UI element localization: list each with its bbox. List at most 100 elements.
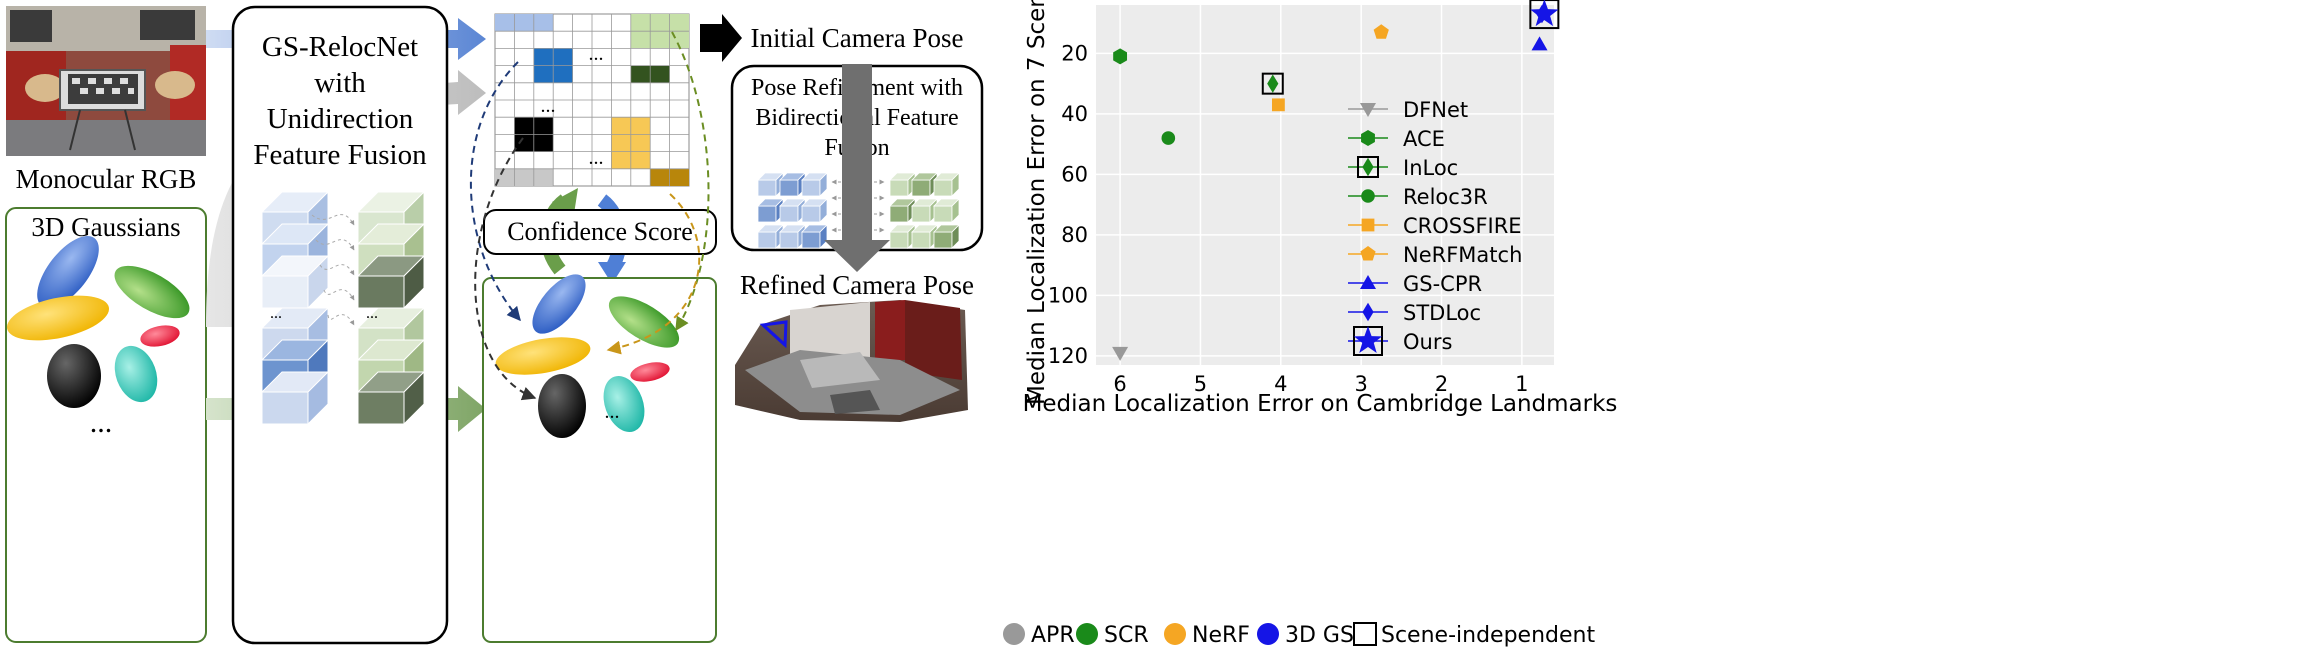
match-cell bbox=[650, 14, 670, 32]
legend-marker bbox=[1353, 326, 1383, 354]
confidence-score-box bbox=[483, 209, 717, 255]
output-gaussians-box bbox=[482, 277, 717, 643]
bi-green-block bbox=[911, 198, 938, 223]
match-cell bbox=[533, 48, 554, 66]
category-label: Scene-independent bbox=[1381, 623, 1595, 648]
bi-blue-block bbox=[757, 224, 784, 249]
relocnet-title-line-3: Unidirection bbox=[267, 103, 414, 135]
match-cell bbox=[514, 168, 534, 186]
x-tick-label: 5 bbox=[1194, 372, 1207, 396]
bi-green-block bbox=[889, 198, 916, 223]
match-cell bbox=[514, 117, 534, 135]
point-crossfire bbox=[1271, 98, 1285, 112]
match-matrix bbox=[494, 13, 690, 187]
legend-label: ACE bbox=[1403, 127, 1445, 151]
y-tick-label: 40 bbox=[1061, 102, 1088, 126]
legend-marker bbox=[1361, 130, 1375, 146]
x-tick-label: 2 bbox=[1435, 372, 1448, 396]
point-gs-cpr bbox=[1531, 36, 1548, 51]
legend-label: InLoc bbox=[1403, 156, 1458, 180]
match-cell bbox=[533, 134, 554, 152]
relocnet-box bbox=[231, 5, 449, 645]
bi-green-block bbox=[933, 224, 960, 249]
legend-entry: GS-CPR bbox=[1348, 272, 1482, 296]
category-label: 3D GS bbox=[1285, 623, 1354, 648]
legend-label: CROSSFIRE bbox=[1403, 214, 1522, 238]
initial-pose-label: Initial Camera Pose bbox=[751, 23, 964, 53]
point-nerfmatch bbox=[1373, 24, 1389, 39]
bi-blue-block bbox=[779, 198, 806, 223]
match-cell bbox=[630, 134, 651, 152]
legend-label: DFNet bbox=[1403, 98, 1468, 122]
legend-marker bbox=[1362, 157, 1374, 177]
series-legend: DFNetACEInLocReloc3RCROSSFIRENeRFMatchGS… bbox=[1348, 98, 1522, 356]
bi-blue-block bbox=[801, 172, 828, 197]
refine-down-arrow bbox=[824, 64, 890, 272]
bi-green-block bbox=[889, 224, 916, 249]
green-feature-block bbox=[356, 370, 426, 426]
relocnet-title-line-1: GS-RelocNet bbox=[262, 31, 418, 63]
correspondence-arrow-green bbox=[671, 31, 710, 332]
legend-marker bbox=[1360, 103, 1376, 117]
category-label: SCR bbox=[1104, 623, 1149, 648]
match-cell bbox=[630, 65, 651, 83]
legend-entry: Reloc3R bbox=[1348, 185, 1488, 209]
match-cell bbox=[611, 151, 631, 169]
legend-scene-box bbox=[1357, 156, 1379, 178]
scene-independent-box bbox=[1261, 72, 1284, 95]
legend-entry: Ours bbox=[1348, 326, 1452, 356]
match-cell bbox=[533, 117, 554, 135]
point-ours bbox=[1530, 0, 1559, 27]
y-axis-label: Median Localization Error on 7 Scenes bbox=[1024, 0, 1050, 405]
legend-label: GS-CPR bbox=[1403, 272, 1482, 296]
legend-entry: CROSSFIRE bbox=[1348, 214, 1522, 238]
match-cell bbox=[495, 14, 515, 32]
blue-feature-block bbox=[260, 370, 330, 426]
legend-marker bbox=[1360, 275, 1376, 289]
match-cell bbox=[533, 14, 554, 32]
match-cell bbox=[533, 168, 554, 186]
category-entry: Scene-independent bbox=[1353, 622, 1595, 648]
match-cell bbox=[650, 31, 670, 49]
point-ace bbox=[1113, 48, 1128, 65]
legend-marker bbox=[1361, 218, 1375, 232]
grid-ellipsis-3: ... bbox=[589, 147, 604, 169]
x-tick-label: 4 bbox=[1274, 372, 1287, 396]
category-label: NeRF bbox=[1192, 623, 1250, 648]
match-cell bbox=[553, 48, 573, 66]
refined-pose-label: Refined Camera Pose bbox=[740, 270, 974, 300]
match-cell bbox=[630, 14, 651, 32]
unidirection-feature-blocks: ...... bbox=[260, 190, 426, 426]
bi-green-block bbox=[933, 198, 960, 223]
fusion-link bbox=[327, 314, 355, 326]
match-cell bbox=[650, 168, 670, 186]
category-swatch bbox=[1353, 622, 1377, 646]
fusion-link bbox=[311, 214, 355, 226]
legend-label: Reloc3R bbox=[1403, 185, 1488, 209]
match-cell bbox=[514, 134, 534, 152]
bi-green-block bbox=[911, 224, 938, 249]
y-tick-label: 80 bbox=[1061, 223, 1088, 247]
fusion-ellipsis: ... bbox=[270, 305, 282, 322]
fusion-link bbox=[323, 289, 355, 301]
bi-blue-block bbox=[779, 224, 806, 249]
gaussian-ellipsoids bbox=[6, 235, 190, 408]
match-cell bbox=[553, 65, 573, 83]
relocnet-title-line-4: Feature Fusion bbox=[253, 139, 427, 171]
x-tick-label: 6 bbox=[1113, 372, 1126, 396]
confidence-score-label: Confidence Score bbox=[507, 217, 693, 246]
category-entry: 3D GS bbox=[1257, 623, 1354, 648]
legend-label: STDLoc bbox=[1403, 301, 1481, 325]
monocular-rgb-image bbox=[6, 6, 206, 156]
grid-ellipsis-2: ... bbox=[541, 95, 556, 117]
refined-pose-reconstruction bbox=[735, 300, 968, 422]
match-cell bbox=[669, 14, 689, 32]
plot-area bbox=[1096, 5, 1554, 365]
legend-entry: ACE bbox=[1348, 127, 1445, 151]
match-cell bbox=[630, 117, 651, 135]
blue-feature-block bbox=[260, 254, 330, 310]
